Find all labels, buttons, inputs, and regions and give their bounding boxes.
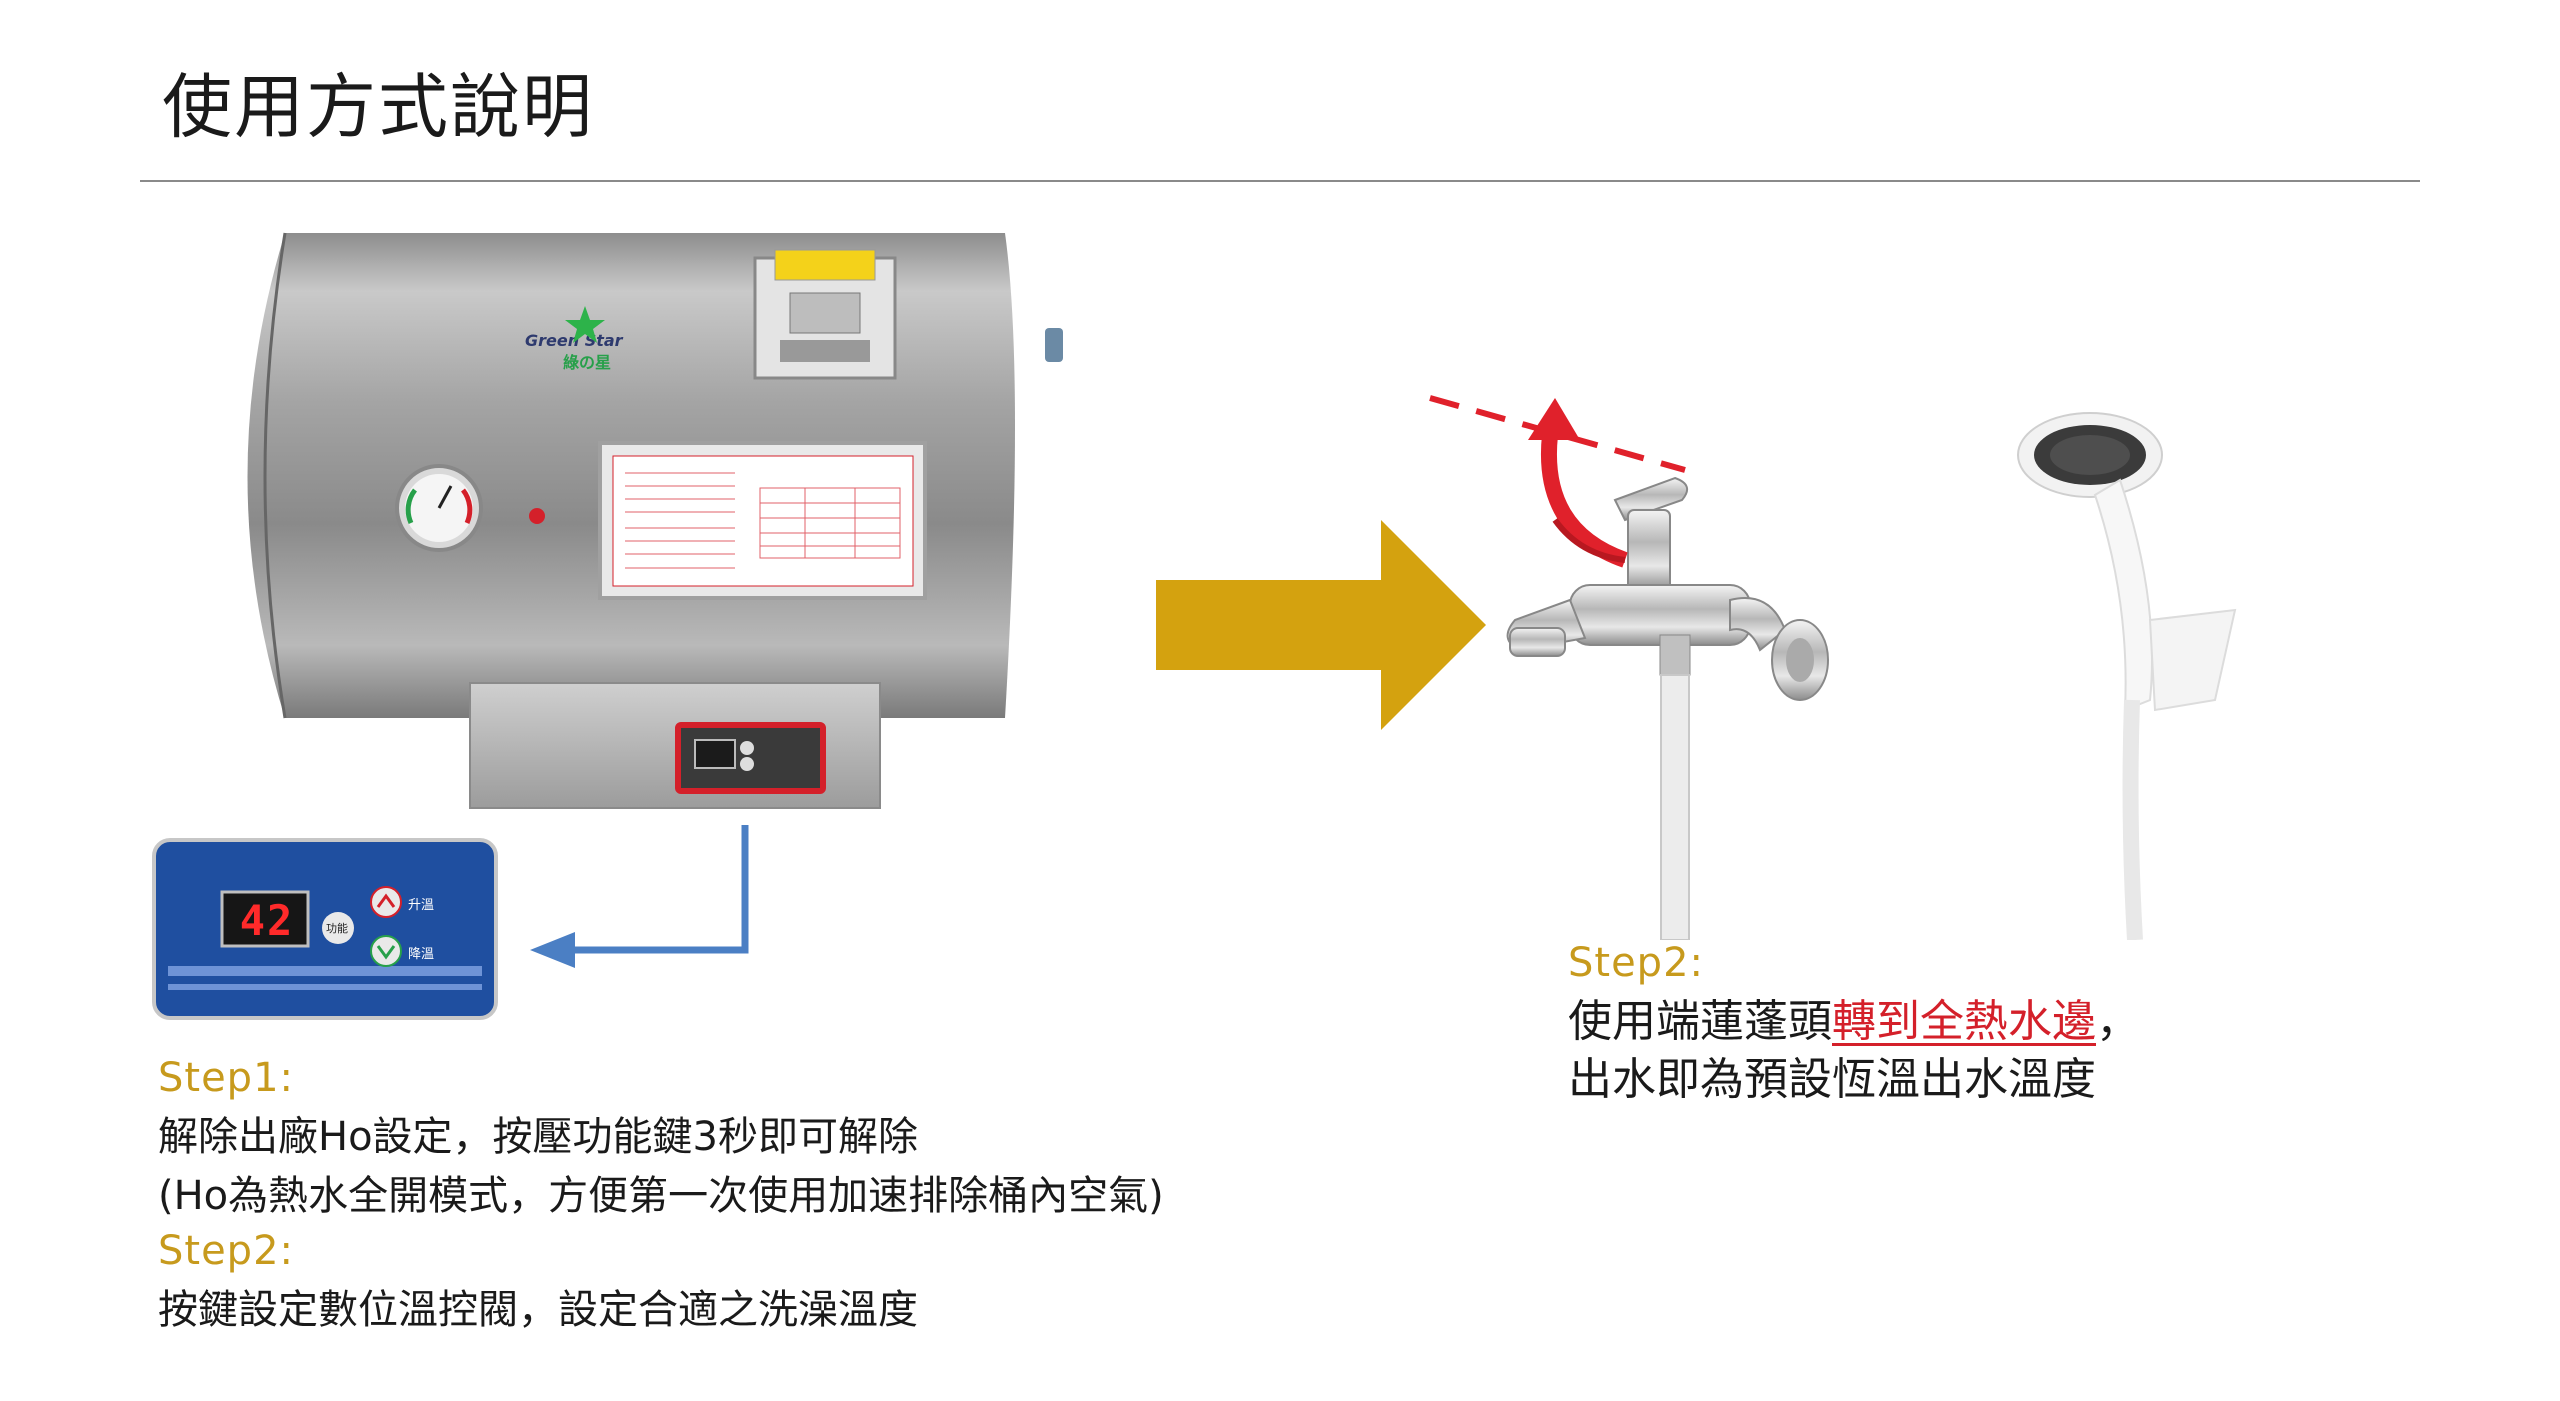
page-title: 使用方式說明 <box>162 66 594 148</box>
title-divider <box>140 180 2420 182</box>
up-arrow-icon[interactable] <box>371 886 401 916</box>
right-step2-label: Step2: <box>1568 940 1704 986</box>
temperature-display: 42 <box>239 896 295 945</box>
left-step2-label: Step2: <box>158 1228 294 1274</box>
big-gold-arrow-icon <box>1156 520 1486 730</box>
blue-elbow-arrow-icon <box>520 820 760 980</box>
brand-zh: 綠の星 <box>563 353 611 372</box>
right-step2-line1: 使用端蓮蓬頭轉到全熱水邊， <box>1568 1000 2140 1044</box>
right-step2-line1-post: ， <box>2096 996 2140 1047</box>
left-step2-line1: 按鍵設定數位溫控閥，設定合適之洗澡溫度 <box>158 1287 918 1333</box>
faucet-illustration <box>1420 380 2020 941</box>
temp-down-label: 降溫 <box>408 947 435 962</box>
left-step1-label: Step1: <box>158 1055 294 1101</box>
temp-up-label: 升溫 <box>408 898 435 913</box>
right-step2-line1-pre: 使用端蓮蓬頭 <box>1568 996 1832 1047</box>
right-step2-highlight: 轉到全熱水邊 <box>1832 996 2096 1047</box>
red-curved-arrow-icon <box>1552 518 1626 563</box>
down-arrow-icon[interactable] <box>371 936 401 966</box>
left-step1-line1: 解除出廠Ho設定，按壓功能鍵3秒即可解除 <box>158 1114 918 1160</box>
water-heater-illustration: Green Star 綠の星 <box>215 228 1095 828</box>
control-panel-closeup: 42 功能 升溫 降溫 <box>150 836 500 1022</box>
shower-head-illustration <box>2000 400 2260 941</box>
right-step2-line2: 出水即為預設恆溫出水溫度 <box>1568 1054 2096 1105</box>
left-step1-line2: (Ho為熱水全開模式，方便第一次使用加速排除桶內空氣) <box>158 1173 1164 1219</box>
function-button-label[interactable]: 功能 <box>326 922 348 935</box>
